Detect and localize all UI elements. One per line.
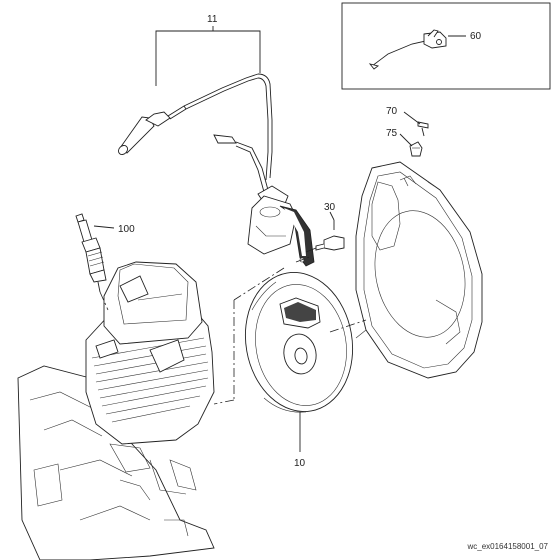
ignition-coil — [247, 185, 315, 267]
callout-11: 11 — [207, 14, 218, 25]
inset-box-part-60 — [341, 2, 551, 90]
ignition-cord — [118, 30, 273, 193]
callout-10: 10 — [294, 458, 306, 469]
callout-75: 75 — [386, 128, 398, 139]
leader-lines — [212, 26, 466, 221]
callout-70: 70 — [386, 106, 398, 117]
fan-cover — [355, 121, 483, 379]
callout-labels: 11 60 70 75 30 100 10 wc_ex0164158001_07 — [118, 14, 549, 551]
callout-30: 30 — [324, 202, 336, 213]
drawing-code: wc_ex0164158001_07 — [466, 542, 548, 551]
flywheel-part-10 — [244, 272, 354, 452]
callout-60: 60 — [470, 31, 482, 42]
assembly-lines — [99, 255, 367, 405]
engine-block — [17, 261, 215, 560]
spark-plug-part-100 — [75, 213, 115, 293]
bolt-part-30 — [305, 220, 345, 253]
callout-100: 100 — [118, 224, 135, 235]
